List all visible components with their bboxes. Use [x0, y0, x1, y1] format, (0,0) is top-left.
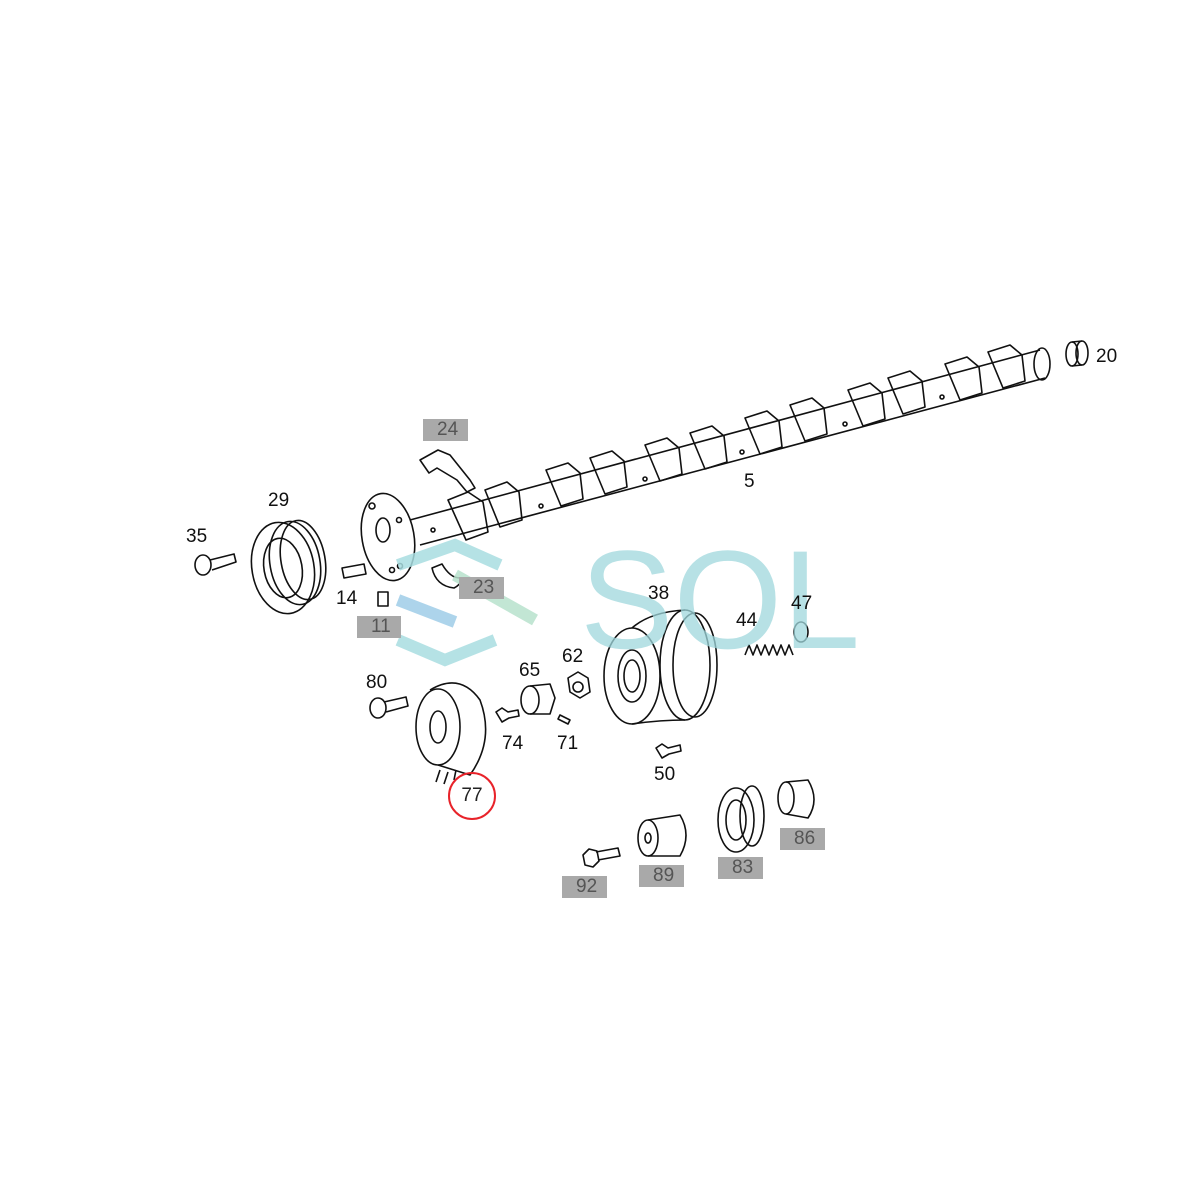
part-24-bearing-cap — [419, 449, 476, 493]
part-35-bolt — [194, 553, 237, 576]
callout-80: 80 — [366, 672, 388, 693]
part-92-bolt — [582, 847, 621, 868]
part-71-key — [557, 714, 571, 725]
part-11-dowel — [377, 591, 389, 607]
callout-50: 50 — [654, 764, 676, 785]
callout-11-highlighted: 11 — [357, 616, 401, 638]
callout-77-circled: 77 — [448, 772, 496, 820]
callout-44: 44 — [736, 610, 758, 631]
callout-83-highlighted: 83 — [718, 857, 764, 879]
callout-35: 35 — [186, 526, 208, 547]
part-47-circlip — [793, 621, 809, 643]
callout-74: 74 — [502, 733, 524, 754]
part-89-bushing — [637, 814, 687, 857]
part-44-spring — [744, 644, 794, 656]
part-20-cap — [1065, 340, 1089, 367]
callout-71: 71 — [557, 733, 579, 754]
callout-92-highlighted: 92 — [562, 876, 608, 898]
callout-38: 38 — [648, 583, 670, 604]
part-29-sprocket — [250, 519, 327, 615]
part-62-nut — [567, 671, 591, 699]
part-50-bolt — [655, 743, 682, 759]
callout-62: 62 — [562, 646, 584, 667]
part-77-adjuster — [415, 682, 487, 785]
part-74-bolt — [495, 707, 520, 723]
callout-47: 47 — [791, 593, 813, 614]
part-38-pulley — [603, 609, 718, 725]
callout-24-highlighted: 24 — [423, 419, 469, 441]
part-83-sprocket — [717, 785, 765, 853]
sol-watermark-text: SOL — [580, 521, 860, 678]
callout-23-highlighted: 23 — [459, 577, 505, 599]
camshaft-part — [360, 344, 1051, 582]
callout-20: 20 — [1096, 346, 1118, 367]
part-80-bolt — [369, 696, 409, 719]
callout-14: 14 — [336, 588, 358, 609]
part-86-cap — [777, 779, 815, 819]
callout-65: 65 — [519, 660, 541, 681]
part-65-bushing — [520, 683, 556, 715]
part-14-pin — [341, 563, 367, 579]
callout-29: 29 — [268, 490, 290, 511]
callout-89-highlighted: 89 — [639, 865, 685, 887]
callout-5: 5 — [744, 471, 755, 492]
callout-86-highlighted: 86 — [780, 828, 826, 850]
